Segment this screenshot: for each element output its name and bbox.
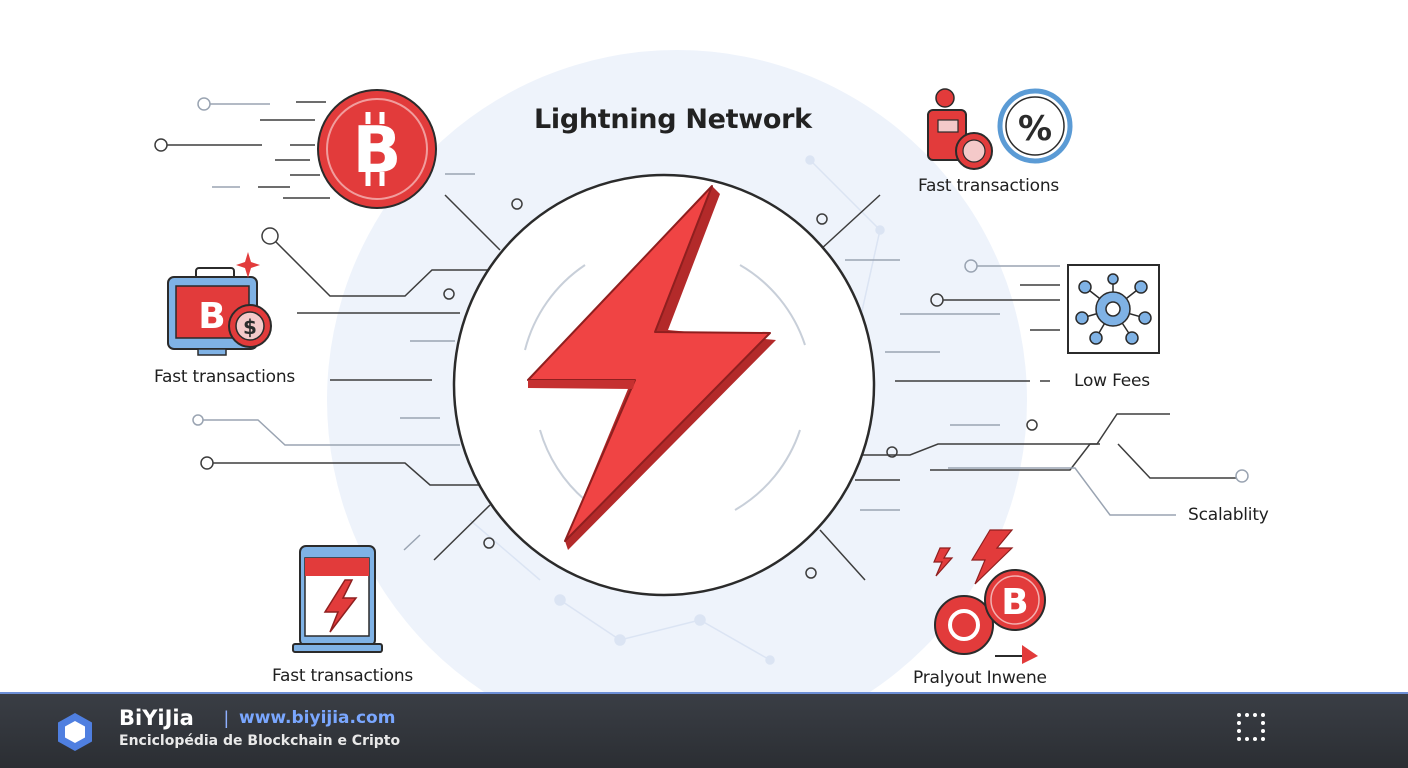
footer-subtitle: Enciclopédia de Blockchain e Cripto [119,733,401,749]
label-fast-transactions-top-right: Fast transactions [918,176,1060,196]
footer-brand[interactable]: BiYiJia [119,706,194,730]
connector-lines [154,97,1249,581]
lightning-tablet-icon [292,545,383,653]
bitcoin-coin-icon: B [317,89,437,209]
label-fast-transactions-left: Fast transactions [154,367,296,387]
bitcoin-coins-bolt-icon: B [933,529,1046,664]
grid-dots-icon[interactable] [1236,712,1266,742]
label-scalability: Scalablity [1188,505,1269,525]
network-node-icon [1067,264,1160,354]
diagram-canvas: B B $ [154,50,1249,692]
label-low-fees: Low Fees [1074,371,1150,391]
svg-text:$: $ [243,315,257,339]
footer-bar: BiYiJia | www.biyijia.com Enciclopédia d… [0,692,1408,768]
svg-text:B: B [353,114,402,188]
lightning-diagram: B B $ [154,50,1269,692]
label-bottom-right: Pralyout Inwene [913,668,1047,688]
background-network [469,155,885,665]
lightning-bolt-icon [527,185,776,550]
svg-text:%: % [1018,109,1052,149]
svg-text:B: B [198,296,225,337]
fee-percent-icon: % [927,88,1073,170]
diagram-title: Lightning Network [534,104,812,135]
label-fast-transactions-bottom: Fast transactions [272,666,414,686]
footer-separator: | [224,708,229,728]
svg-text:B: B [1001,582,1028,623]
footer-url-link[interactable]: www.biyijia.com [239,708,396,728]
bitcoin-monitor-icon: B $ [167,252,272,356]
center-arcs [524,264,806,511]
hexagon-logo-icon[interactable] [56,712,94,752]
